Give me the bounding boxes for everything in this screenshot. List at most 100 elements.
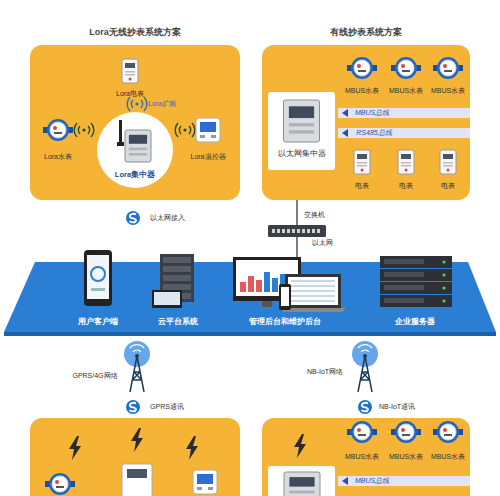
admin-screens-icon-part [256, 280, 262, 292]
solution-panel: Lora无线抄表系统方案Lora集中器 [30, 45, 240, 200]
node-label: 交换机 [304, 211, 325, 219]
platform-caption: 用户客户端 [78, 318, 118, 327]
water-meter-icon-part [357, 428, 361, 432]
platform-caption: 云平台系统 [158, 318, 198, 327]
concentrator-device-part [289, 106, 314, 118]
wireless-symbol-part [141, 100, 143, 108]
water-meter-icon-part [52, 476, 68, 492]
water-meter-icon-part [354, 60, 370, 76]
concentrator-device-part [129, 148, 147, 151]
water-meter-icon-part [53, 126, 57, 130]
admin-screens-icon-part [285, 274, 341, 308]
radio-tower-icon-part [352, 341, 378, 367]
water-meter-icon [433, 57, 463, 79]
enterprise-server-icon-part [443, 287, 446, 290]
electric-meter-icon-part [401, 154, 411, 159]
device-label: GPRS/4G网络 [72, 372, 117, 380]
enterprise-server-icon-part [384, 272, 424, 277]
device-label: MBUS水表 [389, 87, 423, 95]
wireless-symbol [175, 123, 195, 137]
wireless-symbol-part [135, 102, 138, 105]
electric-meter-icon-part [447, 169, 450, 172]
signal-bolt-part [186, 436, 198, 460]
electric-meter-icon-part [122, 59, 138, 83]
device-label: MBUS水表 [431, 453, 465, 461]
electric-meter-icon-part [361, 169, 364, 172]
bus-label: MBUS总线 [355, 477, 389, 485]
node-shape [268, 225, 326, 237]
wireless-symbol-part [127, 97, 130, 111]
water-meter-icon-part [440, 60, 456, 76]
wireless-symbol-part [189, 126, 191, 134]
wireless-symbol-part [82, 128, 85, 131]
bus-strip-part [342, 477, 348, 485]
concentrator-device-part [289, 130, 314, 133]
radio-tower-icon-part [130, 356, 144, 392]
device-label: 电表 [399, 182, 413, 190]
water-meter-icon-part [443, 428, 447, 432]
device-label: Lora电表 [116, 90, 144, 98]
node-shape-part [307, 229, 310, 233]
cloud-server-icon-part [163, 275, 191, 281]
phone-icon-part [87, 255, 109, 299]
node-shape-part [97, 112, 173, 188]
admin-screens-icon-part [248, 276, 254, 292]
thermostat-icon-part [197, 474, 213, 484]
water-meter-icon-part [401, 64, 405, 68]
thermostat-icon-part [208, 487, 213, 490]
water-meter-icon [45, 473, 75, 495]
device-label: Lora温控器 [190, 153, 225, 161]
admin-screens-icon-part [262, 301, 272, 307]
admin-screens-icon-part [264, 272, 270, 292]
admin-screens-icon-part [291, 300, 335, 302]
wireless-symbol-part [192, 123, 195, 137]
device-label: Lora扩频 [148, 100, 176, 108]
concentrator-device [284, 100, 320, 142]
electric-meter-icon-part [357, 154, 367, 159]
electric-meter-icon-part [125, 74, 135, 76]
solution-panel-bg [262, 418, 470, 496]
thermostat-icon [196, 118, 220, 142]
electric-meter-icon [354, 150, 370, 174]
water-meter-icon-part [444, 434, 452, 436]
bus-strip-part [342, 129, 348, 137]
device-label: 电表 [355, 182, 369, 190]
node-label: Lora集中器 [115, 171, 155, 179]
device-label: GPRS通讯 [150, 403, 184, 411]
water-meter-icon-part [443, 64, 447, 68]
concentrator-device-part [289, 123, 314, 126]
radio-tower-icon-part [130, 345, 144, 348]
admin-screens-icon [233, 257, 346, 312]
network-link [296, 200, 298, 225]
electric-meter-icon-part [125, 63, 135, 68]
cloud-server-icon-part [154, 292, 180, 305]
network-switch: 交换机 [268, 225, 326, 237]
device-label: 以太网 [312, 239, 333, 247]
thermostat-icon-part [197, 487, 202, 490]
water-meter-icon-part [444, 70, 452, 72]
cloud-server-icon-part [152, 290, 182, 308]
device-box-part [122, 464, 152, 496]
electric-meter-icon-part [354, 150, 370, 174]
wireless-symbol-part [78, 126, 80, 134]
bus-label: MBUS总线 [355, 109, 389, 117]
concentrator-device-part [289, 477, 314, 487]
wireless-symbol-part [179, 126, 181, 134]
node-shape [268, 92, 335, 170]
device-label: NB-IoT网络 [307, 368, 343, 376]
admin-screens-icon-part [291, 290, 335, 292]
water-meter-icon-part [54, 132, 62, 134]
thermostat-icon-part [193, 470, 217, 494]
water-meter-icon-part [351, 421, 373, 443]
device-label: MBUS水表 [431, 87, 465, 95]
bus-strip-part [342, 109, 348, 117]
admin-screens-icon-part [291, 285, 335, 287]
concentrator-device-part [284, 472, 320, 496]
bus-strip [338, 128, 470, 138]
electric-meter-icon-part [401, 162, 411, 164]
concentrator-circle: Lora集中器 [97, 112, 173, 188]
electric-meter-icon-part [357, 165, 367, 167]
enterprise-server-icon [380, 256, 452, 307]
